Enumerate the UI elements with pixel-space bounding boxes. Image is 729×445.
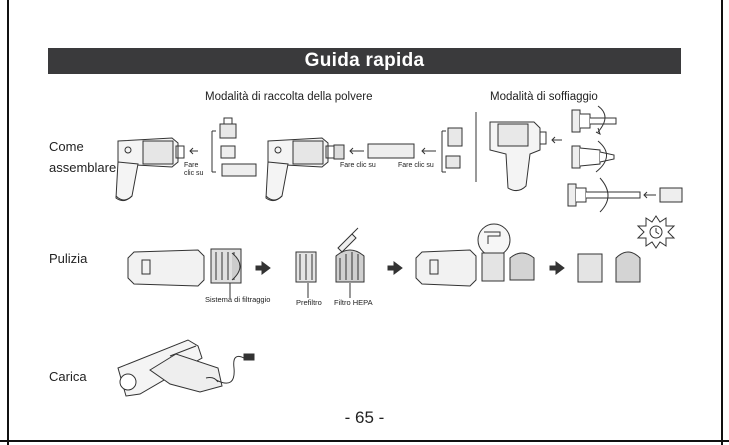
nozzle-brush-icon [446,156,460,168]
click-label-1b: clic su [184,170,203,177]
adapter-icon [660,188,682,202]
faucet-icon [478,224,510,256]
vacuum-illustration-2 [266,138,344,201]
dust-container-2 [416,250,476,286]
usb-plug-icon [244,354,254,360]
hepa-label: Filtro HEPA [334,298,373,307]
tube-icon [368,144,414,158]
filter-system-label: Sistema di filtraggio [205,295,270,304]
cleaning-brush-icon [338,228,358,252]
click-label-2: Fare clic su [340,162,376,169]
filter-system-icon [211,249,241,283]
page-number: - 65 - [0,408,729,428]
hepa-filter-icon [336,250,364,282]
extension-tube-icon [222,164,256,176]
prefilter-icon [296,252,316,282]
vacuum-illustration-1 [116,138,184,201]
charging-vacuum-illustration [118,340,254,396]
click-label-3: Fare clic su [398,162,434,169]
prefilter-label: Prefiltro [296,298,322,307]
click-label-1a: Fare [184,162,198,169]
timer-icon [638,216,674,248]
dust-container-1 [128,250,204,286]
blower-illustration [490,122,546,191]
crevice-nozzle-icon [220,124,236,138]
arrow-icon [256,262,270,274]
brush-nozzle-icon [221,146,235,158]
nozzle-small-icon [448,128,462,146]
